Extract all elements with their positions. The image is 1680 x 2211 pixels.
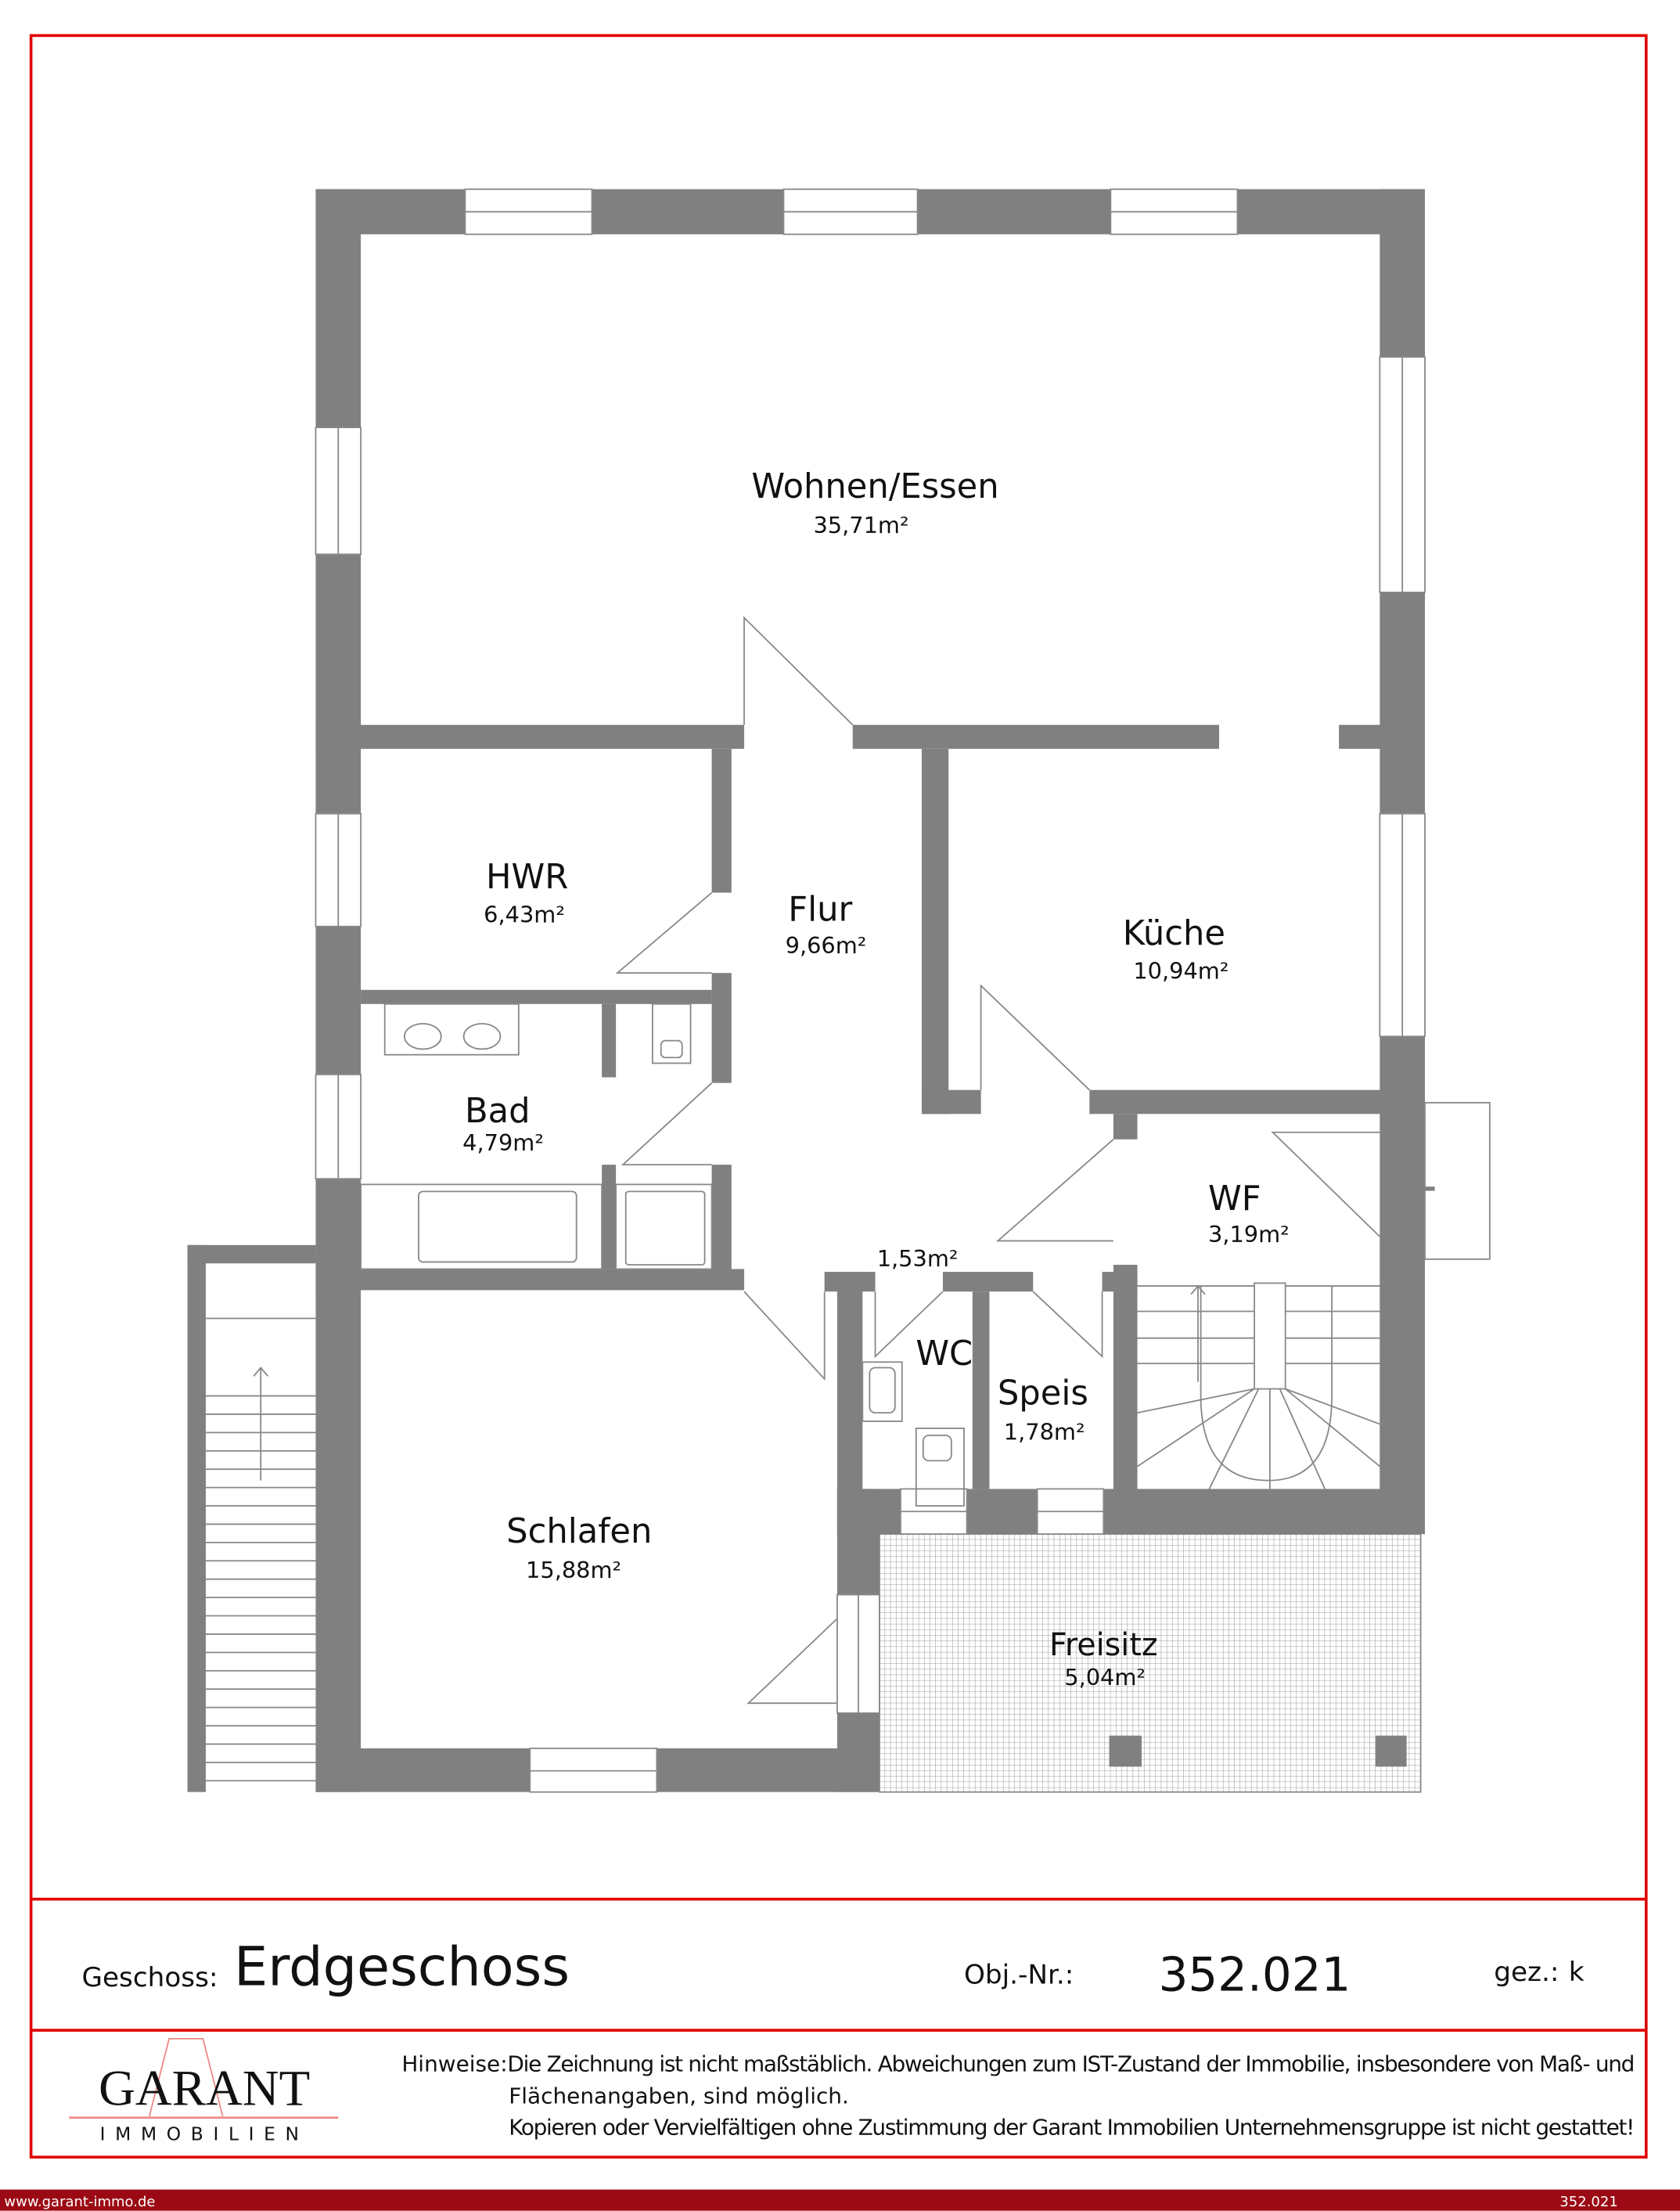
entrance-arrow-icon <box>1400 1174 1435 1203</box>
notes-line: Flächenangaben, sind möglich. <box>509 2083 849 2109</box>
room-name: Schlafen <box>506 1512 652 1551</box>
notes: Hinweise: Die Zeichnung ist nicht maßstä… <box>401 2051 1635 2140</box>
room-area: 9,66m² <box>786 932 867 959</box>
exterior-stair <box>205 1367 316 1782</box>
door-swings <box>615 616 1491 1705</box>
object-number-label: Obj.-Nr.: <box>964 1960 1074 1991</box>
room-name: Bad <box>465 1092 531 1131</box>
room-area: 1,53m² <box>877 1245 959 1272</box>
object-number: 352.021 <box>1159 1949 1351 2003</box>
windows <box>315 188 1426 1793</box>
room-area: 35,71m² <box>813 512 908 538</box>
room-name: WF <box>1208 1179 1261 1219</box>
room-area: 4,79m² <box>462 1129 544 1156</box>
staircase <box>205 1282 1380 1489</box>
column <box>1375 1735 1407 1767</box>
room-name: Freisitz <box>1049 1627 1158 1663</box>
room-name: Wohnen/Essen <box>751 467 998 506</box>
notes-label: Hinweise: <box>401 2051 507 2076</box>
drawn-by-label: gez.: <box>1494 1957 1559 1988</box>
room-area: 3,19m² <box>1208 1221 1290 1248</box>
garant-logo: GARANT IMMOBILIEN <box>69 2037 339 2145</box>
notes-line: Die Zeichnung ist nicht maßstäblich. Abw… <box>507 2051 1635 2076</box>
reference-number: 352.021 <box>1559 2194 1617 2210</box>
sheet-frame <box>29 34 1648 2159</box>
room-labels: Wohnen/Essen 35,71m² HWR 6,43m² Flur 9,6… <box>462 467 1290 1691</box>
logo-text: GARANT <box>99 2061 310 2117</box>
notes-line: Kopieren oder Vervielfältigen ohne Zusti… <box>509 2114 1635 2140</box>
room-name: Speis <box>998 1374 1088 1413</box>
fixtures <box>360 1003 965 1507</box>
bottom-bar <box>0 2189 1680 2211</box>
room-area: 15,88m² <box>526 1557 621 1583</box>
column <box>1109 1735 1142 1767</box>
room-area: 1,78m² <box>1004 1418 1085 1445</box>
website-link[interactable]: www.garant-immo.de <box>4 2194 155 2210</box>
floor-label: Geschoss: <box>81 1962 218 1993</box>
logo-subtext: IMMOBILIEN <box>100 2123 309 2145</box>
room-area: 10,94m² <box>1133 957 1229 984</box>
room-area: 5,04m² <box>1064 1664 1146 1691</box>
floor-value: Erdgeschoss <box>234 1936 570 1998</box>
room-name: Küche <box>1123 914 1225 953</box>
room-name: WC <box>916 1334 973 1374</box>
room-area: 6,43m² <box>484 901 565 927</box>
drawn-by-value: k <box>1569 1957 1585 1988</box>
room-name: Flur <box>788 891 852 930</box>
terrace-freisitz <box>879 1533 1422 1793</box>
room-name: HWR <box>486 858 568 897</box>
